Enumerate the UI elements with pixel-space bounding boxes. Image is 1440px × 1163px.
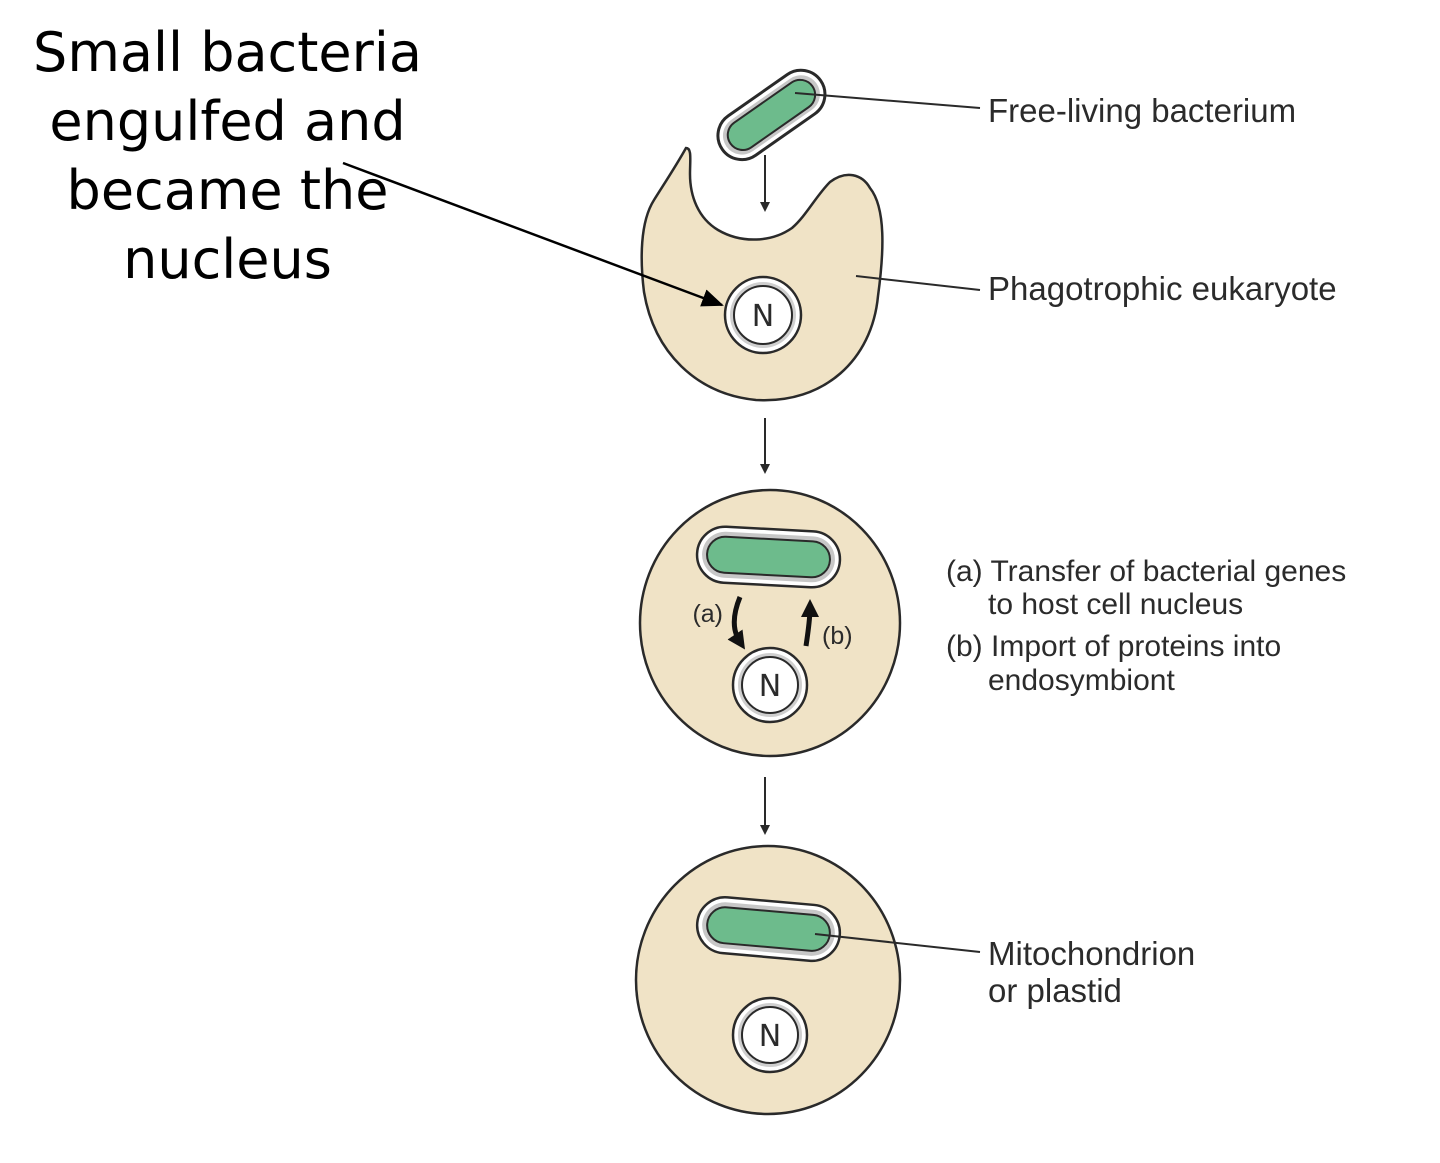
label-phagotrophic: Phagotrophic eukaryote — [988, 270, 1337, 307]
nucleus-2: N — [723, 275, 803, 355]
label-import-2: endosymbiont — [988, 664, 1175, 697]
marker-a: (a) — [692, 600, 723, 628]
annotation-line-2: engulfed and — [49, 90, 406, 153]
nucleus-4-label: N — [759, 1019, 781, 1054]
label-organelle-1: Mitochondrion — [988, 935, 1195, 972]
annotation-line-1: Small bacteria — [33, 21, 422, 84]
marker-b: (b) — [822, 622, 853, 650]
nucleus-2-label: N — [752, 299, 774, 334]
organelle-leader — [814, 933, 981, 953]
annotation-arrow — [342, 161, 724, 307]
label-transfer-1: (a) Transfer of bacterial genes — [946, 555, 1346, 588]
label-transfer-2: to host cell nucleus — [988, 588, 1243, 621]
phagotrophic-cell — [640, 146, 884, 402]
annotation-line-3: became the — [66, 159, 389, 222]
annotation-text: Small bacteria engulfed and became the n… — [0, 18, 455, 294]
organelle-4 — [695, 896, 842, 963]
free-living-bacterium — [716, 68, 827, 162]
phagotrophic-leader — [855, 275, 981, 291]
nucleus-3: N — [731, 646, 809, 724]
endosymbiont-3 — [695, 525, 842, 589]
arrow-b — [800, 599, 819, 647]
nucleus-3-label: N — [759, 669, 781, 704]
nucleus-4: N — [731, 996, 809, 1074]
cell-step-4 — [634, 844, 902, 1116]
annotation-line-4: nucleus — [123, 228, 332, 291]
label-organelle-2: or plastid — [988, 972, 1122, 1009]
arrow-a — [727, 596, 745, 650]
label-free-living: Free-living bacterium — [988, 92, 1296, 129]
label-import-1: (b) Import of proteins into — [946, 630, 1281, 663]
free-living-leader — [794, 92, 981, 109]
